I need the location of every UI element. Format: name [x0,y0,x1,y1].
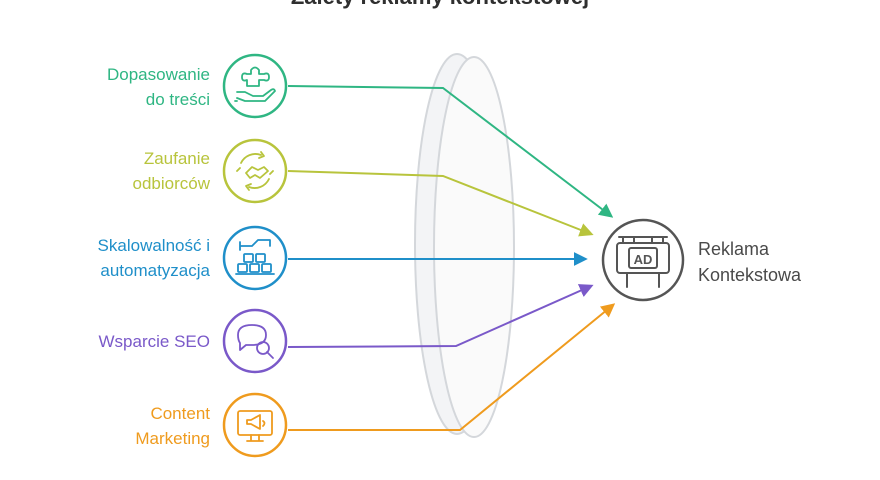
puzzle-hand-icon [234,66,276,102]
edge-2 [287,170,594,237]
source-label-3-line-2: automatyzacja [100,261,210,280]
source-label-1-line-2: do treści [145,90,210,109]
source-label-2-line-1: Zaufanie [143,149,210,168]
source-label-5-line-1: Content [150,404,210,423]
monitor-megaphone-icon [237,410,273,442]
source-node-4 [222,308,288,374]
chat-search-icon [237,324,274,359]
edge-5 [288,303,616,431]
source-node-3 [222,225,288,291]
lens [414,53,515,438]
source-label-4: Wsparcie SEO [10,329,210,354]
target-label-line-1: Reklama [698,239,770,259]
source-node-5 [222,392,288,458]
source-label-1-line-1: Dopasowanie [106,65,210,84]
source-label-2-line-2: odbiorców [132,174,211,193]
edges [287,85,616,431]
edge-1 [287,85,614,218]
source-label-2: Zaufanie odbiorców [10,146,211,196]
diagram-title: Zalety reklamy kontekstowej [0,0,880,10]
source-label-3: Skalowalność i automatyzacja [10,233,210,283]
source-label-4-line-1: Wsparcie SEO [98,332,210,351]
conveyor-boxes-icon [235,239,275,275]
source-node-2 [222,138,288,204]
source-label-5-line-2: Marketing [135,429,210,448]
edge-4 [287,284,594,348]
target-label: Reklama Kontekstowa [698,236,801,288]
ad-badge-text: AD [634,252,653,267]
target-label-line-2: Kontekstowa [698,265,802,285]
source-label-1: Dopasowanie do treści [10,62,210,112]
source-nodes [222,53,288,458]
handshake-cycle-icon [236,151,274,191]
target-node: AD [601,218,685,302]
billboard-ad-icon [616,236,670,288]
source-label-3-line-1: Skalowalność i [97,236,210,255]
